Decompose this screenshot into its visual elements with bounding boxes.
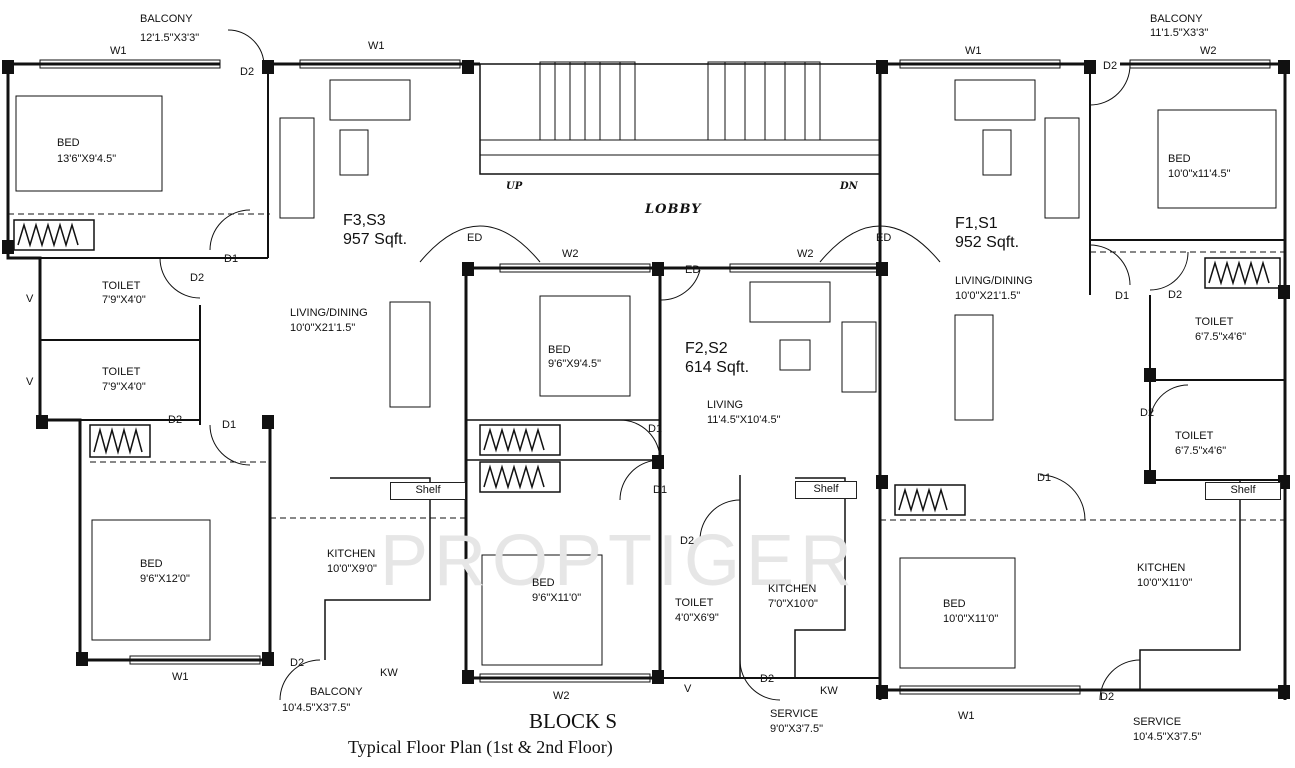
plan-title: BLOCK S [529, 709, 618, 733]
room-size: 10'0"X11'0" [1137, 577, 1193, 589]
door-code: D2 [1140, 407, 1155, 419]
room-name: BALCONY [1150, 13, 1203, 25]
room-size: 6'7.5"x4'6" [1195, 331, 1247, 343]
kitchen-window-code: KW [820, 685, 838, 697]
entry-door-code: ED [467, 232, 483, 244]
room-name: LIVING [707, 399, 744, 411]
door-code: D1 [1037, 472, 1052, 484]
room-name: BED [1168, 153, 1191, 165]
room-size: 10'0"X9'0" [327, 563, 377, 575]
unit-area: 957 Sqft. [343, 231, 408, 248]
door-code: D2 [680, 535, 695, 547]
room-size: 7'0"X10'0" [768, 598, 818, 610]
room-size: 10'0"x11'4.5" [1168, 168, 1231, 180]
room-name: BED [57, 137, 80, 149]
room-size: 13'6"X9'4.5" [57, 153, 117, 165]
room-size: 10'0"X11'0" [943, 613, 999, 625]
room-name: KITCHEN [768, 583, 817, 595]
watermark: PROPTIGER [380, 521, 859, 601]
stair-down-label: DN [840, 181, 858, 192]
room-size: 6'7.5"x4'6" [1175, 445, 1227, 457]
room-name: TOILET [102, 366, 141, 378]
room-size: 12'1.5"X3'3" [140, 32, 200, 44]
room-name: TOILET [1175, 430, 1214, 442]
window-code: W1 [368, 40, 385, 52]
door-code: D2 [760, 673, 775, 685]
entry-door-code: ED [685, 264, 701, 276]
room-name: TOILET [102, 280, 141, 292]
room-name: TOILET [1195, 316, 1234, 328]
room-name: BED [548, 344, 571, 356]
ventilator-code: V [26, 293, 34, 305]
entry-door-code: ED [876, 232, 892, 244]
room-name: BALCONY [310, 686, 363, 698]
room-name: SERVICE [1133, 716, 1182, 728]
shelf-label: Shelf [390, 482, 466, 500]
room-name: LIVING/DINING [955, 275, 1033, 287]
room-size: 10'0"X21'1.5" [955, 290, 1021, 302]
door-code: D2 [1168, 289, 1183, 301]
door-code: D2 [168, 414, 183, 426]
door-code: D1 [648, 423, 663, 435]
unit-name: F2,S2 [685, 340, 728, 357]
window-code: W1 [110, 45, 127, 57]
room-size: 7'9"X4'0" [102, 381, 146, 393]
door-code: D2 [1103, 60, 1118, 72]
shelf-label: Shelf [795, 481, 857, 499]
room-size: 10'4.5"X3'7.5" [282, 702, 351, 714]
door-code: D1 [222, 419, 237, 431]
room-name: BED [532, 577, 555, 589]
plan-subtitle: Typical Floor Plan (1st & 2nd Floor) [348, 737, 613, 757]
kitchen-window-code: KW [380, 667, 398, 679]
shelf-label: Shelf [1205, 482, 1281, 500]
window-code: W1 [172, 671, 189, 683]
window-code: W2 [553, 690, 570, 702]
window-code: W1 [965, 45, 982, 57]
window-code: W2 [797, 248, 814, 260]
room-name: BALCONY [140, 13, 193, 25]
room-size: 7'9"X4'0" [102, 294, 146, 306]
room-name: BED [140, 558, 163, 570]
unit-name: F1,S1 [955, 215, 998, 232]
window-code: W2 [1200, 45, 1217, 57]
door-code: D2 [240, 66, 255, 78]
room-name: BED [943, 598, 966, 610]
door-code: D2 [1100, 691, 1115, 703]
window-code: W2 [562, 248, 579, 260]
unit-area: 952 Sqft. [955, 234, 1020, 251]
door-code: D1 [653, 484, 668, 496]
wall-left-unit [6, 64, 270, 662]
room-size: 9'6"X9'4.5" [548, 358, 601, 370]
room-size: 11'1.5"X3'3" [1150, 27, 1209, 39]
room-size: 11'4.5"X10'4.5" [707, 414, 781, 426]
room-name: SERVICE [770, 708, 819, 720]
room-size: 9'6"X11'0" [532, 592, 582, 604]
room-size: 9'0"X3'7.5" [770, 723, 823, 735]
room-name: KITCHEN [327, 548, 376, 560]
room-size: 10'0"X21'1.5" [290, 322, 356, 334]
room-name: KITCHEN [1137, 562, 1186, 574]
window-code: W1 [958, 710, 975, 722]
lobby-label: LOBBY [645, 202, 702, 217]
ventilator-code: V [26, 376, 34, 388]
door-code: D2 [290, 657, 305, 669]
unit-name: F3,S3 [343, 212, 386, 229]
door-code: D2 [190, 272, 205, 284]
door-code: D1 [224, 253, 239, 265]
ventilator-code: V [684, 683, 692, 695]
room-name: TOILET [675, 597, 714, 609]
room-name: LIVING/DINING [290, 307, 368, 319]
room-size: 4'0"X6'9" [675, 612, 719, 624]
stair-up-label: UP [506, 181, 523, 192]
unit-area: 614 Sqft. [685, 359, 750, 376]
room-size: 9'6"X12'0" [140, 573, 190, 585]
room-size: 10'4.5"X3'7.5" [1133, 731, 1202, 743]
door-code: D1 [1115, 290, 1130, 302]
